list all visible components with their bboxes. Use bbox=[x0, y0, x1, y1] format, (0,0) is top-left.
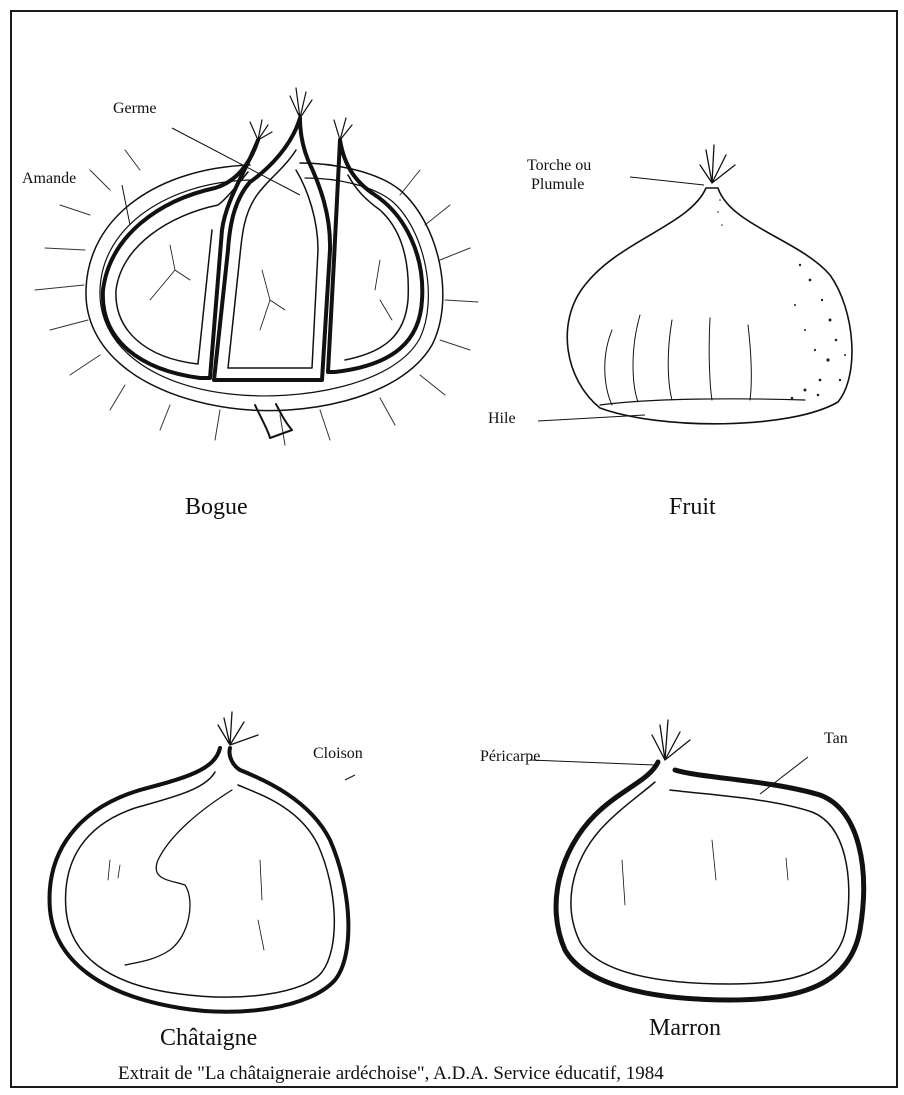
bogue-nut-left bbox=[103, 140, 258, 378]
label-hile: Hile bbox=[488, 410, 516, 428]
marron-inner bbox=[571, 782, 849, 984]
chataigne-outer bbox=[50, 748, 349, 1012]
label-plumule: Plumule bbox=[531, 176, 584, 194]
marron-drawing bbox=[556, 720, 864, 1000]
source-credit: Extrait de "La châtaigneraie ardéchoise"… bbox=[118, 1064, 664, 1085]
label-torche: Torche ou bbox=[527, 157, 591, 175]
marron-outer bbox=[556, 762, 864, 1000]
label-cloison: Cloison bbox=[313, 745, 363, 763]
label-germe: Germe bbox=[113, 100, 157, 118]
leader-torche bbox=[630, 177, 704, 185]
fruit-drawing bbox=[567, 145, 852, 424]
label-amande: Amande bbox=[22, 170, 76, 188]
fruit-outline bbox=[567, 188, 852, 424]
bogue-drawing bbox=[35, 88, 478, 445]
bogue-husk-outer bbox=[86, 163, 443, 411]
leader-lines bbox=[122, 128, 808, 794]
leader-pericarpe bbox=[530, 760, 655, 765]
fruit-hile bbox=[600, 399, 805, 405]
chataigne-tuft bbox=[218, 712, 258, 745]
label-pericarpe: Péricarpe bbox=[480, 748, 540, 766]
caption-fruit: Fruit bbox=[669, 494, 716, 520]
leader-cloison bbox=[345, 775, 355, 780]
fruit-shading bbox=[717, 199, 846, 399]
leader-hile bbox=[538, 415, 645, 421]
bogue-stem bbox=[255, 404, 292, 438]
fruit-plumule bbox=[700, 145, 735, 183]
chataigne-cloison bbox=[125, 790, 232, 965]
marron-tuft bbox=[652, 720, 690, 760]
caption-chataigne: Châtaigne bbox=[160, 1025, 257, 1051]
caption-bogue: Bogue bbox=[185, 494, 248, 520]
chataigne-drawing bbox=[50, 712, 349, 1012]
caption-marron: Marron bbox=[649, 1015, 721, 1041]
label-tan: Tan bbox=[824, 730, 848, 748]
bogue-nut-right bbox=[328, 140, 422, 372]
